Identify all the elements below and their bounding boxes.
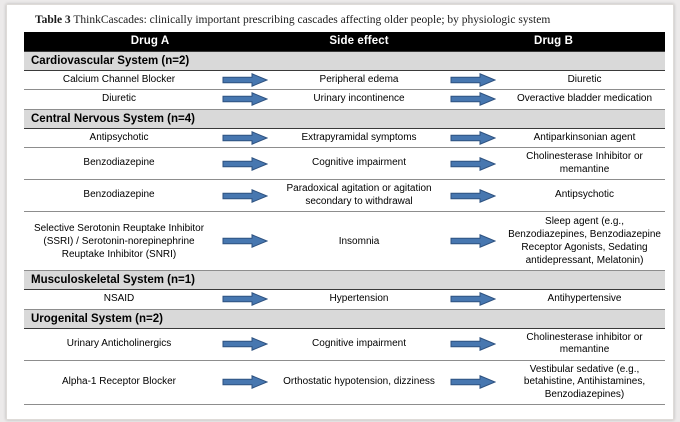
cell-drug-b: Antipsychotic (504, 179, 666, 212)
right-block-arrow-icon (450, 234, 497, 248)
cell-drug-b: Antiparkinsonian agent (504, 127, 666, 148)
column-header-side-effect: Side effect (276, 32, 443, 51)
column-header-drug-a: Drug A (24, 32, 277, 51)
cell-drug-a: Urinary Anticholinergics (24, 327, 214, 361)
cell-drug-a: Benzodiazepine (24, 147, 214, 180)
cell-drug-b: Sleep agent (e.g., Benzodiazepines, Benz… (504, 211, 666, 271)
table-row: NSAID Hypertension Antihypertensive (24, 289, 666, 310)
right-block-arrow-icon (450, 337, 497, 351)
section-title: Urogenital System (n=2) (24, 308, 666, 329)
table-row: Benzodiazepine Cognitive impairment Cholin… (24, 147, 666, 180)
right-block-arrow-icon (450, 72, 497, 87)
right-block-arrow-icon (222, 92, 268, 107)
cell-drug-a: NSAID (24, 289, 214, 310)
cell-side-effect: Extrapyramidal symptoms (276, 127, 443, 148)
cell-drug-a: Selective Serotonin Reuptake Inhibitor (… (24, 211, 214, 271)
arrow-cell (442, 327, 505, 361)
table-row: Selective Serotonin Reuptake Inhibitor (… (24, 211, 666, 271)
right-block-arrow-icon (222, 188, 268, 203)
table-row: Diuretic Urinary incontinence Overactive b… (24, 89, 666, 110)
cell-drug-b: Diuretic (504, 69, 666, 90)
section-title: Cardiovascular System (n=2) (24, 50, 666, 71)
arrow-cell (214, 289, 277, 310)
cell-drug-a: Diuretic (24, 89, 214, 110)
table-caption: Table 3 ThinkCascades: clinically import… (35, 14, 665, 27)
cell-drug-a: Antipsychotic (24, 127, 214, 148)
arrow-cell (442, 211, 505, 271)
right-block-arrow-icon (222, 130, 268, 145)
cell-side-effect: Urinary incontinence (276, 89, 443, 110)
cell-side-effect: Hypertension (276, 289, 443, 310)
cascades-table: Drug A Side effect Drug B Cardiovascular… (24, 32, 666, 405)
arrow-cell (442, 359, 505, 405)
table-row: Benzodiazepine Paradoxical agitation or a… (24, 179, 666, 212)
right-block-arrow-icon (450, 292, 497, 307)
arrow-cell (214, 179, 277, 212)
cell-drug-b: Vestibular sedative (e.g., betahistine, … (504, 359, 666, 405)
right-block-arrow-icon (450, 188, 497, 203)
cell-drug-a: Benzodiazepine (24, 179, 214, 212)
arrow-cell (214, 327, 277, 361)
arrow-cell (442, 89, 505, 110)
cell-drug-b: Cholinesterase inhibitor or memantine (504, 327, 666, 361)
right-block-arrow-icon (222, 72, 268, 87)
right-block-arrow-icon (450, 375, 497, 390)
cell-side-effect: Insomnia (276, 211, 443, 271)
column-header-drug-b: Drug B (442, 32, 666, 51)
right-block-arrow-icon (222, 375, 268, 390)
table-row: Antipsychotic Extrapyramidal symptoms Anti… (24, 127, 666, 148)
arrow-cell (214, 69, 277, 90)
arrow-cell (442, 289, 505, 310)
table-row: Urinary Anticholinergics Cognitive impair… (24, 327, 666, 361)
cell-drug-a: Alpha-1 Receptor Blocker (24, 359, 214, 405)
page-canvas: Table 3 ThinkCascades: clinically import… (6, 4, 674, 420)
table-row: Alpha-1 Receptor Blocker Orthostatic hypo… (24, 359, 666, 405)
table-caption-label: Table 3 (35, 14, 71, 26)
section-header-row: Musculoskeletal System (n=1) (24, 270, 666, 290)
section-header-row: Central Nervous System (n=4) (24, 108, 666, 129)
cell-side-effect: Paradoxical agitation or agitation secon… (276, 179, 443, 212)
arrow-cell (214, 147, 277, 180)
right-block-arrow-icon (222, 156, 268, 171)
cell-drug-a: Calcium Channel Blocker (24, 69, 214, 90)
right-block-arrow-icon (222, 234, 268, 248)
right-block-arrow-icon (450, 130, 497, 145)
cell-side-effect: Peripheral edema (276, 69, 443, 90)
arrow-cell (214, 89, 277, 110)
arrow-cell (214, 211, 277, 271)
table-row: Calcium Channel Blocker Peripheral edema D… (24, 69, 666, 90)
arrow-cell (442, 179, 505, 212)
section-header-row: Urogenital System (n=2) (24, 308, 666, 329)
arrow-cell (214, 127, 277, 148)
arrow-cell (214, 359, 277, 405)
table-caption-text: ThinkCascades: clinically important pres… (73, 14, 551, 26)
section-header-row: Cardiovascular System (n=2) (24, 50, 666, 71)
section-title: Musculoskeletal System (n=1) (24, 270, 666, 290)
arrow-cell (442, 69, 505, 90)
cell-drug-b: Overactive bladder medication (504, 89, 666, 110)
right-block-arrow-icon (450, 92, 497, 107)
cell-drug-b: Cholinesterase Inhibitor or memantine (504, 147, 666, 180)
section-title: Central Nervous System (n=4) (24, 108, 666, 129)
cell-side-effect: Cognitive impairment (276, 147, 443, 180)
right-block-arrow-icon (222, 292, 268, 307)
arrow-cell (442, 127, 505, 148)
page-fineprint (27, 412, 447, 418)
table-head: Drug A Side effect Drug B (24, 32, 666, 51)
table-body: Cardiovascular System (n=2)Calcium Chann… (24, 50, 666, 405)
table-header-row: Drug A Side effect Drug B (24, 32, 666, 51)
cell-drug-b: Antihypertensive (504, 289, 666, 310)
right-block-arrow-icon (222, 337, 268, 351)
cascades-table-container: Drug A Side effect Drug B Cardiovascular… (24, 32, 666, 405)
right-block-arrow-icon (450, 156, 497, 171)
cell-side-effect: Orthostatic hypotension, dizziness (276, 359, 443, 405)
cell-side-effect: Cognitive impairment (276, 327, 443, 361)
arrow-cell (442, 147, 505, 180)
